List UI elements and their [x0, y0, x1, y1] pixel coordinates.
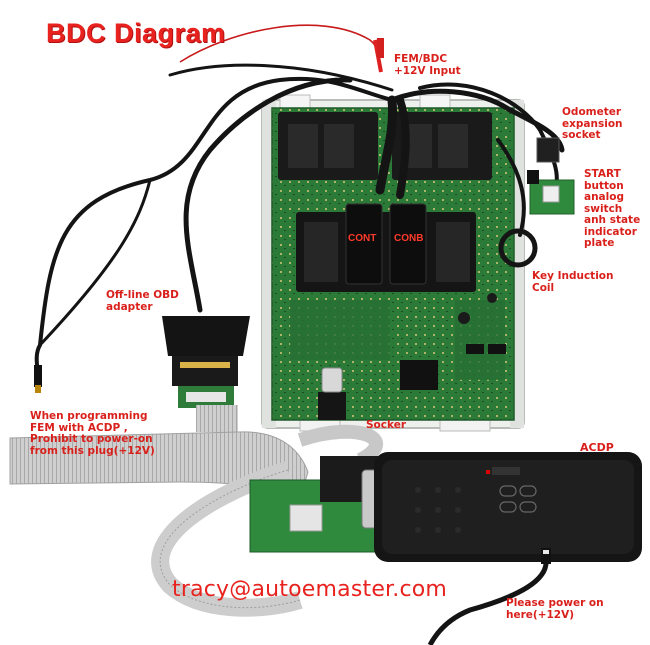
acdp-device: [374, 452, 642, 562]
label-line: Socker: [366, 419, 407, 431]
fem-bdc-plug-tip: [377, 38, 384, 58]
label-line: analog: [584, 191, 624, 203]
label-fem-bdc-input: FEM/BDC +12V Input: [394, 53, 461, 77]
label-acdp: ACDP: [580, 441, 614, 454]
acdp-power-jack: [541, 548, 551, 564]
wiring-harness: [38, 63, 565, 347]
label-line: socket: [562, 129, 601, 141]
middle-connectors: [296, 203, 476, 292]
label-line: expansion: [562, 117, 623, 130]
chip-label-cont: CONT: [348, 233, 377, 244]
contact-email: tracy@autoemaster.com: [172, 577, 448, 602]
label-line: switch: [584, 202, 623, 215]
label-key-induction-coil: Key Induction Coil: [532, 270, 614, 294]
label-eeprom-socket: Socker: [366, 419, 407, 432]
start-button-board: [527, 170, 575, 215]
label-programming-warning: When programming FEM with ACDP , Prohibi…: [30, 410, 155, 457]
label-line: FEM with ACDP ,: [30, 421, 128, 434]
label-odometer-socket: Odometer expansion socket: [562, 106, 623, 142]
label-line: Prohibit to power-on: [30, 433, 153, 445]
odometer-socket: [536, 137, 560, 163]
eeprom-socket: [318, 367, 346, 420]
label-line: from this plug(+12V): [30, 444, 155, 457]
top-connectors: [278, 112, 492, 180]
label-line: here(+12V): [506, 608, 575, 621]
label-line: Off-line OBD: [106, 289, 179, 301]
label-line: START: [584, 168, 621, 180]
key-induction-coil: [498, 228, 538, 268]
ribbon-cable: [9, 405, 383, 617]
label-line: anh state: [584, 214, 641, 226]
label-line: plate: [584, 237, 615, 249]
label-line: adapter: [106, 300, 153, 313]
acdp-power-cable: [427, 559, 549, 645]
offline-obd-adapter: [162, 316, 250, 408]
label-offline-obd: Off-line OBD adapter: [106, 289, 179, 313]
label-line: FEM/BDC: [394, 53, 448, 65]
label-line: +12V Input: [394, 64, 461, 77]
chip-label-conb: CONB: [394, 233, 424, 244]
power-jack-left: [34, 365, 42, 387]
label-line: When programming: [30, 410, 148, 422]
label-start-button: START button analog switch anh state ind…: [584, 168, 641, 250]
diagram-title: BDC Diagram: [46, 18, 226, 48]
label-line: Odometer: [562, 106, 622, 118]
label-line: Coil: [532, 281, 555, 294]
label-power-on-here: Please power on here(+12V): [506, 597, 604, 621]
label-line: indicator: [584, 225, 637, 238]
label-line: button: [584, 179, 624, 192]
label-line: Key Induction: [532, 270, 614, 282]
label-line: Please power on: [506, 597, 604, 609]
